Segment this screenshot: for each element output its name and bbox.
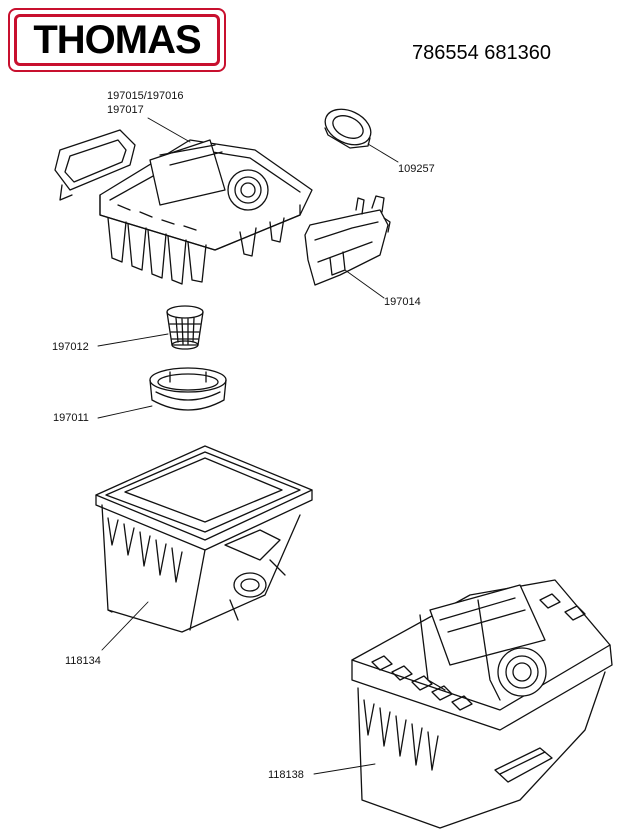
leader-assembly — [313, 763, 376, 775]
leader-cover — [147, 117, 191, 143]
label-seal-ring: 109257 — [398, 163, 435, 175]
label-assembly: 118138 — [268, 769, 304, 781]
leader-lines — [97, 117, 399, 775]
assembly-part — [351, 579, 613, 829]
seal-ring-part — [324, 108, 372, 149]
brand-logo: THOMAS — [8, 8, 226, 72]
brand-logo-text: THOMAS — [33, 18, 201, 62]
latch-part — [304, 195, 391, 286]
model-numbers: 786554 681360 — [412, 42, 552, 64]
leader-filter — [97, 333, 169, 347]
label-filter-holder: 197011 — [53, 412, 89, 424]
label-cover-line2: 197017 — [107, 104, 144, 116]
filter-part — [166, 305, 204, 350]
label-latch: 197014 — [384, 296, 421, 308]
leader-seal-ring — [367, 143, 399, 163]
container-part — [95, 445, 313, 633]
label-container: 118134 — [65, 655, 101, 667]
filter-holder-part — [149, 367, 227, 411]
cover-part — [54, 129, 313, 285]
leader-filter-holder — [97, 405, 153, 419]
brand-logo-frame: THOMAS — [14, 14, 220, 66]
leader-latch — [344, 269, 385, 299]
label-cover-line1: 197015/197016 — [107, 90, 184, 102]
leader-container — [101, 601, 149, 651]
label-filter: 197012 — [52, 341, 89, 353]
